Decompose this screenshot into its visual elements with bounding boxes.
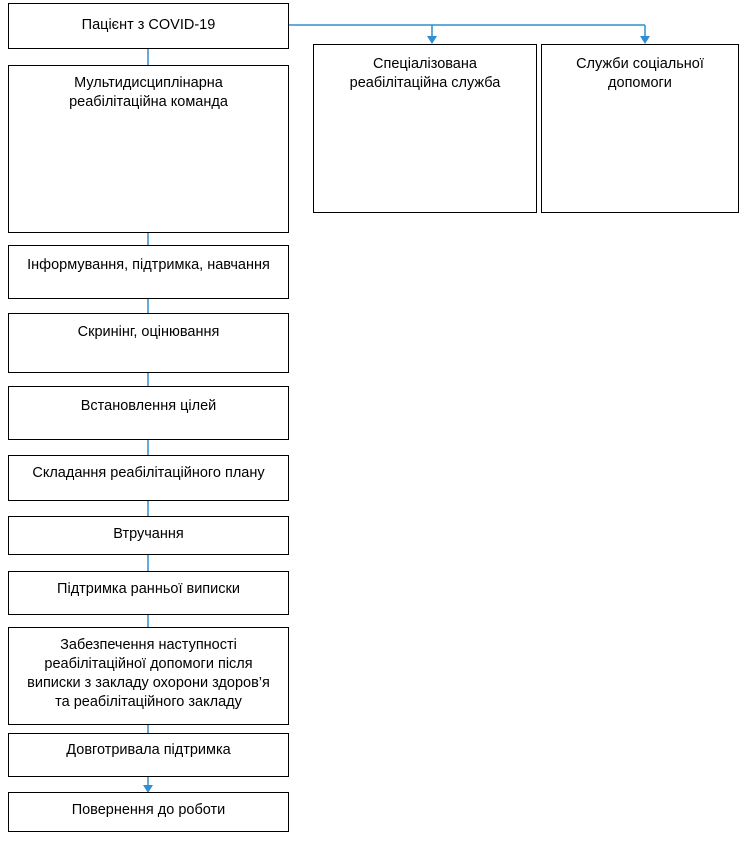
node-goals: Встановлення цілей bbox=[8, 386, 289, 440]
node-intervention: Втручання bbox=[8, 516, 289, 555]
node-return-to-work: Повернення до роботи bbox=[8, 792, 289, 832]
arrowhead-social bbox=[640, 36, 650, 44]
node-continuity: Забезпечення наступності реабілітаційної… bbox=[8, 627, 289, 725]
node-return-to-work-label: Повернення до роботи bbox=[71, 802, 226, 818]
node-early-discharge-label: Підтримка ранньої виписки bbox=[57, 581, 240, 597]
node-mdt-label: Мультидисциплінарна реабілітаційна коман… bbox=[69, 75, 228, 110]
node-plan: Складання реабілітаційного плану bbox=[8, 455, 289, 501]
arrowhead-return bbox=[143, 785, 153, 793]
node-specialized-label: Спеціалізована реабілітаційна служба bbox=[349, 56, 501, 91]
node-goals-label: Встановлення цілей bbox=[80, 398, 217, 414]
node-longterm-label: Довготривала підтримка bbox=[66, 742, 231, 758]
arrowhead-specialized bbox=[427, 36, 437, 44]
node-info: Інформування, підтримка, навчання bbox=[8, 245, 289, 299]
node-intervention-label: Втручання bbox=[113, 526, 184, 542]
node-plan-label: Складання реабілітаційного плану bbox=[32, 465, 265, 481]
node-info-label: Інформування, підтримка, навчання bbox=[27, 257, 270, 273]
node-patient: Пацієнт з COVID-19 bbox=[8, 3, 289, 49]
node-continuity-label: Забезпечення наступності реабілітаційної… bbox=[27, 637, 270, 710]
node-screening-label: Скринінг, оцінювання bbox=[77, 324, 220, 340]
node-social-label: Служби соціальної допомоги bbox=[576, 56, 704, 91]
node-mdt: Мультидисциплінарна реабілітаційна коман… bbox=[8, 65, 289, 233]
node-early-discharge: Підтримка ранньої виписки bbox=[8, 571, 289, 615]
node-social: Служби соціальної допомоги bbox=[541, 44, 739, 213]
node-patient-label: Пацієнт з COVID-19 bbox=[81, 17, 216, 33]
node-longterm: Довготривала підтримка bbox=[8, 733, 289, 777]
node-specialized: Спеціалізована реабілітаційна служба bbox=[313, 44, 537, 213]
node-screening: Скринінг, оцінювання bbox=[8, 313, 289, 373]
